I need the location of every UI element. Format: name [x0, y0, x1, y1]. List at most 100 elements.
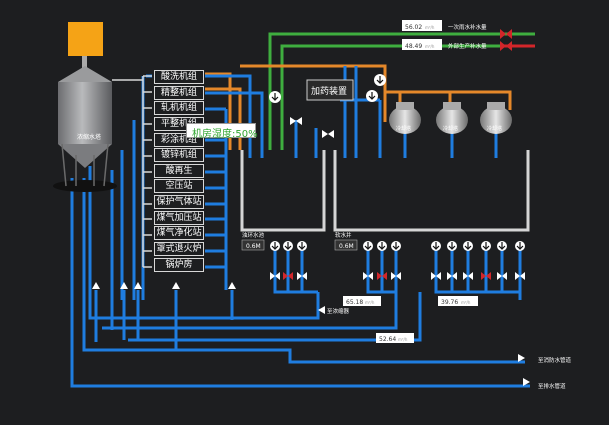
r3-unit: m³/h: [398, 337, 408, 342]
valve-icon[interactable]: [270, 272, 280, 280]
valve-icon[interactable]: [481, 272, 491, 280]
r1-value: 65.18: [346, 299, 363, 306]
pump-icon[interactable]: [363, 241, 373, 251]
r2-unit: m³/h: [461, 300, 471, 305]
valve-icon[interactable]: [431, 272, 441, 280]
valve-icon[interactable]: [497, 272, 507, 280]
pool-right: [333, 150, 530, 232]
pump-icon[interactable]: [431, 241, 441, 251]
pump-icon[interactable]: [447, 241, 457, 251]
right-arrow-icon: [523, 378, 530, 386]
station-item[interactable]: 锅炉房: [154, 257, 204, 272]
pool-right-level: 0.6M: [339, 243, 354, 250]
station-item[interactable]: 轧机机组: [154, 101, 204, 116]
pump-icon[interactable]: [463, 241, 473, 251]
up-arrow-icon: [228, 282, 236, 289]
blue-low-1: [88, 166, 320, 320]
top1-value: 56.02: [405, 24, 422, 31]
blue-return-left: [273, 250, 318, 294]
top2-unit: m³/h: [425, 44, 435, 49]
pump-icon[interactable]: [481, 241, 491, 251]
pump-icon[interactable]: [497, 241, 507, 251]
up-arrow-icon: [120, 282, 128, 289]
r1-unit: m³/h: [365, 300, 375, 305]
r1-label: 至浓缩器: [327, 307, 350, 315]
top2-value: 48.49: [405, 43, 422, 50]
top1-unit: m³/h: [425, 25, 435, 30]
top1-label: 一次雨水补水量: [448, 23, 487, 31]
station-item[interactable]: 煤气净化站: [154, 226, 204, 241]
station-item[interactable]: 酸洗机组: [154, 70, 204, 84]
pool-left-level: 0.6M: [246, 243, 261, 250]
tower-label: 浓缩水塔: [77, 133, 101, 141]
valve-icon[interactable]: [283, 272, 293, 280]
reading-box: [402, 39, 442, 50]
pump-icon[interactable]: [391, 241, 401, 251]
pump-icon[interactable]: [283, 241, 293, 251]
water-tower[interactable]: [53, 22, 117, 192]
valve-icon[interactable]: [391, 272, 401, 280]
left-arrow-icon: [318, 306, 325, 314]
flow-sensor-icon: [374, 74, 386, 86]
blue-return-mid: [366, 250, 396, 294]
valve-icon[interactable]: [322, 130, 334, 138]
valve-icon[interactable]: [290, 117, 302, 125]
valve-icon[interactable]: [297, 272, 307, 280]
outlet-1-label: 至消防水管道: [538, 356, 572, 364]
cooling-tank-1[interactable]: [389, 102, 421, 134]
orange-pipe-3: [240, 64, 387, 122]
station-item[interactable]: 精整机组: [154, 85, 204, 100]
station-item[interactable]: 罩式退火炉: [154, 242, 204, 257]
outlet-2-label: 至排水管道: [538, 382, 566, 390]
up-arrow-icon: [134, 282, 142, 289]
cooling-tank-3[interactable]: [480, 102, 512, 134]
reading-box: [402, 20, 442, 31]
station-item[interactable]: 酸再生: [154, 163, 204, 178]
valve-icon[interactable]: [500, 41, 512, 51]
pump-icon[interactable]: [297, 241, 307, 251]
valve-icon[interactable]: [515, 272, 525, 280]
blue-pipe-stn-2: [205, 91, 264, 158]
dosing-device-label: 加药装置: [311, 85, 347, 97]
pool-left: [240, 150, 326, 232]
reading-box: [343, 296, 381, 306]
blue-low-5: [82, 178, 525, 364]
reading-box: [376, 333, 414, 343]
station-item[interactable]: 空压站: [154, 179, 204, 194]
station-item[interactable]: 煤气加压站: [154, 210, 204, 225]
valve-icon[interactable]: [377, 272, 387, 280]
station-list: 酸洗机组精整机组轧机机组平整机组彩涂机组镀锌机组酸再生空压站保护气体站煤气加压站…: [154, 70, 204, 273]
valve-icon[interactable]: [500, 29, 512, 39]
tank-label: 冷却塔: [443, 125, 458, 132]
cooling-tank-2[interactable]: [436, 102, 468, 134]
valve-icon[interactable]: [463, 272, 473, 280]
dosing-device-box[interactable]: [306, 79, 354, 101]
level-box: [241, 239, 265, 251]
up-arrow-icon: [92, 282, 100, 289]
blue-return-right: [434, 250, 520, 294]
valve-icon[interactable]: [363, 272, 373, 280]
tank-label: 冷却塔: [396, 125, 411, 132]
level-box: [334, 239, 358, 251]
valve-icon[interactable]: [447, 272, 457, 280]
blue-low-2: [102, 292, 398, 330]
pump-icon[interactable]: [377, 241, 387, 251]
right-arrow-icon: [518, 354, 525, 362]
pump-icon[interactable]: [515, 241, 525, 251]
pump-icon[interactable]: [270, 241, 280, 251]
station-item[interactable]: 保护气体站: [154, 195, 204, 210]
orange-pipe-4: [385, 90, 512, 110]
blue-low-4: [70, 178, 530, 388]
pool-right-name: 软水井: [335, 231, 352, 239]
blue-low-3: [128, 292, 422, 342]
tower-indicator: [68, 22, 103, 56]
reading-box: [438, 296, 478, 306]
humidity-text: 机房湿度:50%: [192, 129, 258, 140]
up-arrow-icon: [172, 282, 180, 289]
station-item[interactable]: 镀锌机组: [154, 148, 204, 163]
r2-value: 39.76: [441, 299, 458, 306]
tank-label: 冷却塔: [487, 125, 502, 132]
flow-sensor-icon: [269, 91, 281, 103]
